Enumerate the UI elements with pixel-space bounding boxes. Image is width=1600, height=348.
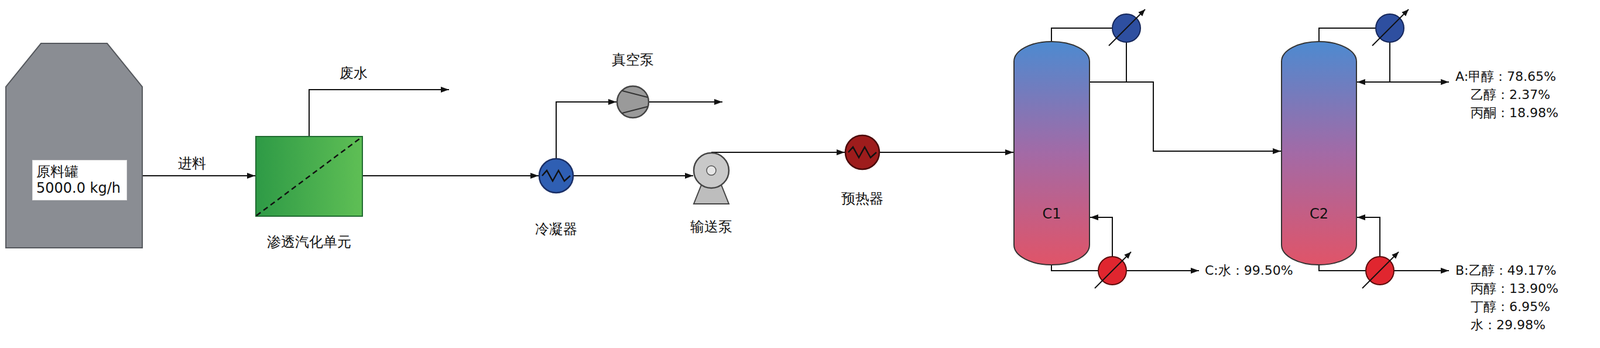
product-label: 丁醇：6.95% — [1469, 299, 1552, 314]
distillation-column-outline — [1013, 40, 1091, 266]
pump-hub — [706, 165, 716, 176]
exchanger-coil — [848, 146, 877, 158]
equipment-label: 原料罐 — [36, 163, 121, 181]
feed-tank-outline — [5, 42, 143, 249]
waste-line — [309, 89, 450, 136]
exchanger-coil — [542, 170, 571, 181]
equipment-label: 真空泵 — [611, 52, 654, 69]
distillation-column: C1 — [1013, 40, 1091, 266]
equipment-label: 输送泵 — [690, 218, 733, 236]
label-holder: 冷凝器 — [535, 221, 578, 238]
label-holder: C1 — [1042, 206, 1061, 223]
pump-blades — [622, 90, 648, 113]
product-label: C:水：99.50% — [1203, 262, 1295, 278]
product-outlet — [1393, 269, 1449, 272]
flow-connector — [879, 151, 1014, 153]
distillation-column: C2 — [1280, 40, 1358, 266]
equipment-label: 预热器 — [841, 190, 884, 208]
label-holder: 真空泵 — [611, 52, 654, 69]
flow-connector — [142, 175, 256, 177]
column-name: C1 — [1042, 206, 1061, 223]
label-holder: C2 — [1309, 206, 1329, 223]
stream-label: 进料 — [176, 155, 208, 173]
flow-connector — [1090, 81, 1281, 152]
flow-connector — [362, 175, 539, 177]
bottoms-line — [1318, 265, 1366, 271]
pump-circle — [693, 152, 729, 188]
stream-label: 废水 — [338, 65, 369, 82]
product-outlet — [1389, 81, 1449, 83]
product-outlet — [1126, 269, 1199, 272]
flow-connector — [556, 101, 617, 159]
product-label: A:甲醇：78.65% — [1454, 69, 1558, 84]
vacuum-outlet — [649, 101, 723, 103]
distillation-column-outline — [1280, 40, 1358, 266]
heat-exchange-arrow — [1108, 9, 1146, 46]
equipment-label: 渗透汽化单元 — [266, 234, 352, 251]
label-plate: 原料罐5000.0 kg/h — [32, 159, 128, 201]
transfer-pump-symbol: 输送泵 — [693, 152, 730, 189]
label-holder: 渗透汽化单元 — [266, 234, 352, 251]
preheater-symbol-outline — [844, 134, 880, 170]
product-label: B:乙醇：49.17% — [1454, 262, 1558, 278]
reflux-line — [1357, 42, 1390, 82]
reboil-return — [1357, 217, 1380, 257]
heat-exchange-arrow — [1372, 9, 1409, 46]
equipment-label: 冷凝器 — [535, 221, 578, 238]
product-label: 水：29.98% — [1469, 317, 1547, 332]
bottoms-line — [1051, 265, 1099, 271]
vacuum-pump-symbol-outline — [616, 85, 650, 119]
equipment-label: 5000.0 kg/h — [36, 180, 121, 197]
condenser-symbol-outline — [538, 158, 574, 194]
product-label: 丙酮：18.98% — [1469, 105, 1560, 121]
heat-exchange-arrow — [1094, 251, 1132, 289]
reflux-line — [1090, 42, 1127, 82]
heat-exchange-arrow — [1362, 251, 1399, 289]
tank-body — [5, 43, 143, 248]
reboil-return — [1090, 217, 1113, 257]
pervaporation-unit-outline — [255, 135, 363, 217]
column-shell — [1281, 41, 1357, 265]
pump-circle — [617, 86, 649, 118]
column-name: C2 — [1309, 206, 1329, 223]
exchanger-circle — [539, 158, 574, 193]
label-holder: 输送泵 — [690, 218, 733, 236]
vacuum-pump-symbol: 真空泵 — [616, 85, 650, 119]
product-label: 乙醇：2.37% — [1469, 87, 1552, 102]
feed-tank: 原料罐5000.0 kg/h — [5, 42, 143, 249]
membrane-box — [255, 136, 363, 217]
overhead-line — [1318, 28, 1376, 41]
transfer-pump-symbol-outline — [693, 152, 730, 189]
condenser-symbol: 冷凝器 — [538, 158, 574, 194]
product-label: 丙醇：13.90% — [1469, 281, 1560, 296]
column-shell — [1013, 41, 1090, 265]
label-holder: 预热器 — [841, 190, 884, 208]
preheater-symbol: 预热器 — [844, 134, 880, 170]
flow-connector — [573, 175, 694, 177]
membrane-line — [256, 136, 362, 216]
flow-connector — [711, 151, 845, 153]
exchanger-circle — [845, 135, 880, 170]
pervaporation-unit: 渗透汽化单元 — [255, 135, 363, 217]
overhead-line — [1051, 28, 1113, 41]
